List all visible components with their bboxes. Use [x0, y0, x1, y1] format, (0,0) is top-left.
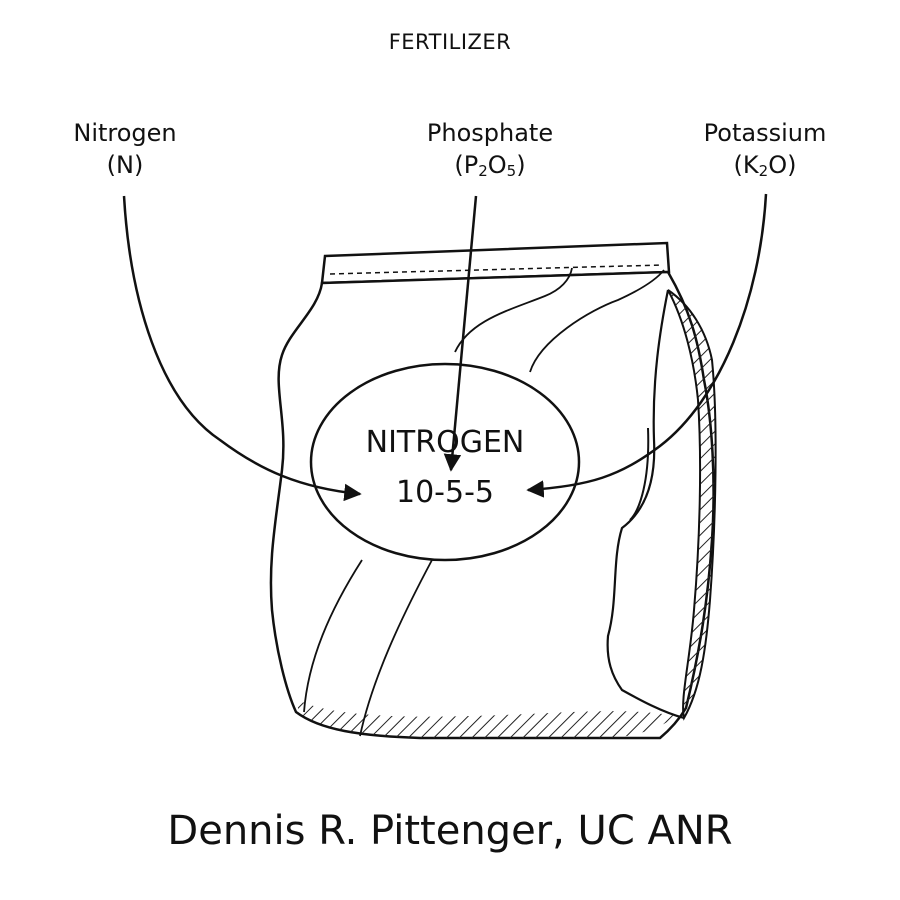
phosphate-arrow: [443, 195, 478, 472]
potassium-symbol: (K2O): [733, 151, 797, 180]
potassium-label: Potassium (K2O): [680, 117, 850, 187]
nitrogen-symbol: (N): [106, 151, 144, 179]
bag-crease-2: [529, 269, 665, 373]
nitrogen-name: Nitrogen: [73, 119, 177, 147]
potassium-arrow: [526, 193, 768, 498]
image-credit: Dennis R. Pittenger, UC ANR: [167, 808, 733, 854]
phosphate-name: Phosphate: [426, 119, 554, 147]
bag-seal-dashes: [329, 264, 663, 275]
bag-crease-3: [303, 559, 363, 713]
nitrogen-arrow: [122, 195, 362, 502]
potassium-name: Potassium: [703, 119, 827, 147]
phosphate-symbol: (P2O5): [454, 151, 526, 180]
bag-fold-line: [606, 289, 685, 720]
bag-crease-1: [454, 267, 573, 353]
nitrogen-label: Nitrogen (N): [40, 117, 210, 181]
bag-bottom-shading: [298, 700, 676, 738]
bag-product-name: NITROGEN: [365, 425, 525, 460]
phosphate-label: Phosphate (P2O5): [400, 117, 580, 187]
bag-label-oval: [309, 362, 581, 562]
diagram-title: FERTILIZER: [388, 30, 512, 54]
bag-npk-ratio: 10-5-5: [396, 475, 494, 510]
bag-inner-fold: [629, 427, 650, 521]
bag-crease-4: [359, 559, 433, 737]
